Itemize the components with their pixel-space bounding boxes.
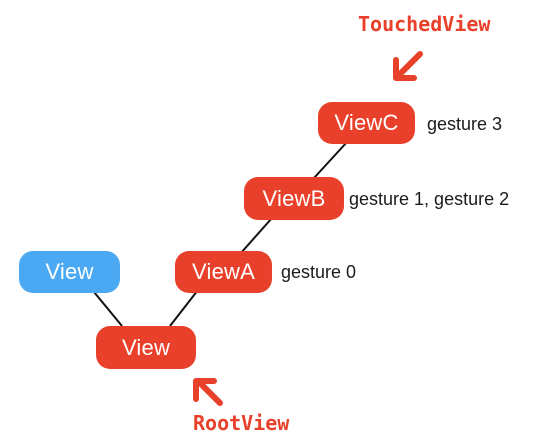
node-view-b-label: ViewB [262, 185, 326, 211]
node-left-view: View [19, 251, 120, 293]
edge-view-b-to-view-c [313, 141, 348, 179]
node-left-view-label: View [45, 259, 94, 284]
arrow-up-left-icon [193, 378, 223, 406]
arrow-down-left-icon [393, 51, 423, 81]
node-view-c-label: ViewC [334, 110, 399, 135]
node-root-view: View [96, 326, 196, 369]
node-view-b: ViewB [244, 177, 344, 220]
edge-root-to-view-a [169, 289, 199, 327]
gesture-note-view-a: gesture 0 [281, 262, 357, 282]
gesture-note-view-c: gesture 3 [427, 114, 503, 134]
callout-touched-view: TouchedView [358, 12, 491, 36]
node-view-c: ViewC [318, 102, 415, 144]
gesture-note-view-b: gesture 1, gesture 2 [349, 189, 510, 209]
node-root-view-label: View [121, 334, 171, 360]
edge-root-to-left-view [93, 291, 123, 327]
node-view-a: ViewA [175, 251, 272, 293]
node-view-a-label: ViewA [192, 259, 255, 284]
callout-root-view: RootView [193, 411, 290, 435]
edge-view-a-to-view-b [239, 217, 273, 255]
